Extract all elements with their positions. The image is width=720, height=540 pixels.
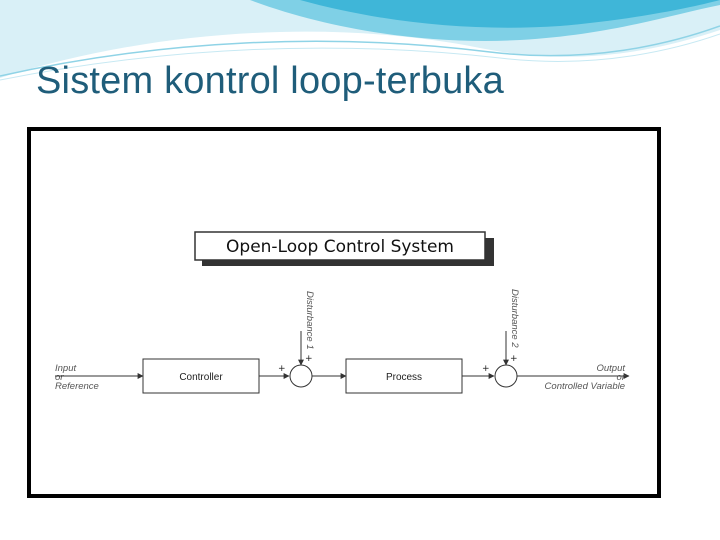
process-block — [345, 358, 463, 394]
svg-text:Reference: Reference — [55, 381, 99, 392]
controller-label: Controller — [179, 372, 223, 383]
summing-junction-2 — [494, 364, 518, 388]
input-label: Input or Reference — [55, 363, 99, 392]
title-banner: Open-Loop Control System — [194, 231, 494, 266]
sum2-plus-left: + — [482, 364, 490, 374]
wave-band-dark — [300, 0, 720, 28]
diagram-frame: Open-Loop Control System Input or Refere… — [27, 127, 661, 498]
wave-line-1 — [0, 25, 720, 77]
sum2-plus-top: + — [510, 354, 518, 364]
header-wave-decoration — [0, 0, 720, 81]
sum1-plus-left: + — [278, 364, 286, 374]
slide-title: Sistem kontrol loop-terbuka — [36, 60, 504, 102]
sum1-plus-top: + — [305, 354, 313, 364]
svg-text:Controlled Variable: Controlled Variable — [545, 381, 625, 392]
process-label: Process — [386, 372, 422, 383]
open-loop-diagram: Open-Loop Control System Input or Refere… — [55, 231, 630, 394]
summing-junction-1 — [289, 364, 313, 388]
banner-box — [194, 231, 486, 261]
wave-line-2 — [0, 33, 720, 81]
svg-text:or: or — [617, 372, 626, 383]
output-label: Output or Controlled Variable — [545, 363, 626, 392]
banner-text: Open-Loop Control System — [226, 237, 454, 257]
svg-text:Output: Output — [596, 363, 625, 374]
disturbance-1-label: Disturbance 1 — [304, 291, 315, 350]
svg-text:Input: Input — [55, 363, 76, 374]
disturbance-2-label: Disturbance 2 — [509, 289, 520, 348]
controller-block — [142, 358, 260, 394]
svg-text:or: or — [55, 372, 64, 383]
